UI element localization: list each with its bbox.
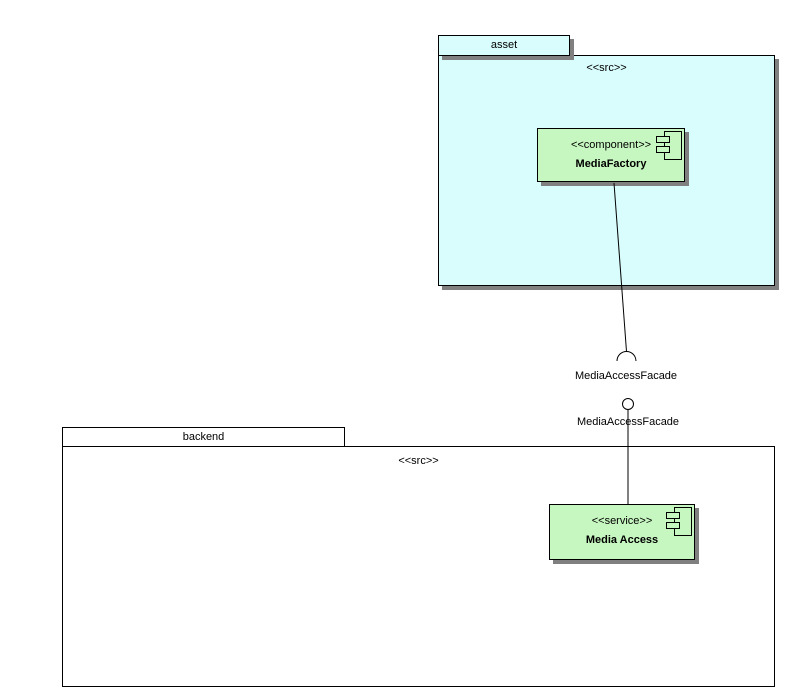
required-interface-socket-icon[interactable] xyxy=(616,351,637,362)
provided-interface-ball-icon[interactable] xyxy=(622,398,634,410)
required-interface-label: MediaAccessFacade xyxy=(574,370,678,382)
package-backend-stereotype: <<src>> xyxy=(398,455,439,467)
component-icon xyxy=(666,507,692,536)
package-asset-name: asset xyxy=(490,39,518,51)
package-backend-tab[interactable]: backend xyxy=(62,427,345,447)
component-media-access[interactable]: <<service>> Media Access xyxy=(549,504,695,560)
component-media-access-stereotype: <<service>> xyxy=(591,515,653,527)
package-backend-body[interactable]: <<src>> xyxy=(62,446,775,687)
package-asset-stereotype: <<src>> xyxy=(586,62,627,74)
component-icon xyxy=(656,131,682,160)
component-mediafactory-stereotype: <<component>> xyxy=(570,139,652,151)
component-mediafactory-name: MediaFactory xyxy=(575,158,647,170)
provided-interface-label: MediaAccessFacade xyxy=(576,416,680,428)
component-mediafactory[interactable]: <<component>> MediaFactory xyxy=(537,128,685,182)
package-asset-tab[interactable]: asset xyxy=(438,35,570,56)
component-media-access-name: Media Access xyxy=(585,534,659,546)
package-backend-name: backend xyxy=(182,431,225,443)
